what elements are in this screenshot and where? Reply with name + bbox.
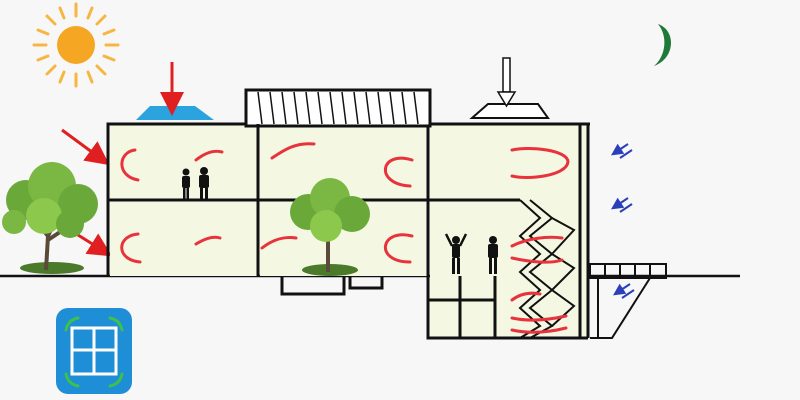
airflow-swirls: [120, 142, 570, 334]
side-deck: [589, 263, 667, 339]
airflow-swirl: [194, 235, 222, 246]
airflow-swirl: [383, 156, 414, 188]
airflow-swirl: [510, 314, 568, 322]
night-breeze-marker: [613, 283, 631, 296]
night-breeze-marker: [611, 143, 629, 156]
skylight-arrow: [496, 57, 517, 108]
crescent-moon-icon: [654, 24, 672, 66]
person-icon: [488, 236, 498, 274]
tree-icon: [2, 162, 98, 274]
airflow-swirl: [510, 326, 568, 334]
airflow-swirl: [510, 235, 564, 248]
skylight: [469, 103, 550, 119]
solar-arrow-upper: [61, 128, 110, 166]
night-breeze-markers: [611, 143, 635, 299]
night-breeze-marker: [611, 197, 629, 210]
airflow-swirl: [510, 256, 564, 264]
roof-monitor: [244, 88, 432, 128]
solar-panel: [136, 106, 214, 120]
person-icon: [199, 167, 209, 199]
airflow-swirl: [510, 291, 542, 302]
airflow-swirl: [270, 142, 316, 160]
person-icon: [444, 233, 468, 274]
sun-icon: [32, 2, 120, 88]
airflow-swirl: [120, 148, 140, 182]
building-walls: [106, 122, 590, 340]
airflow-swirl: [383, 233, 414, 264]
people: [182, 167, 498, 274]
airflow-swirl: [194, 149, 224, 162]
window-icon: [56, 308, 132, 394]
tree-icon: [290, 178, 370, 276]
airflow-swirl: [510, 147, 570, 179]
airflow-swirl: [260, 236, 298, 250]
person-icon: [182, 168, 190, 199]
airflow-swirl: [120, 232, 142, 264]
